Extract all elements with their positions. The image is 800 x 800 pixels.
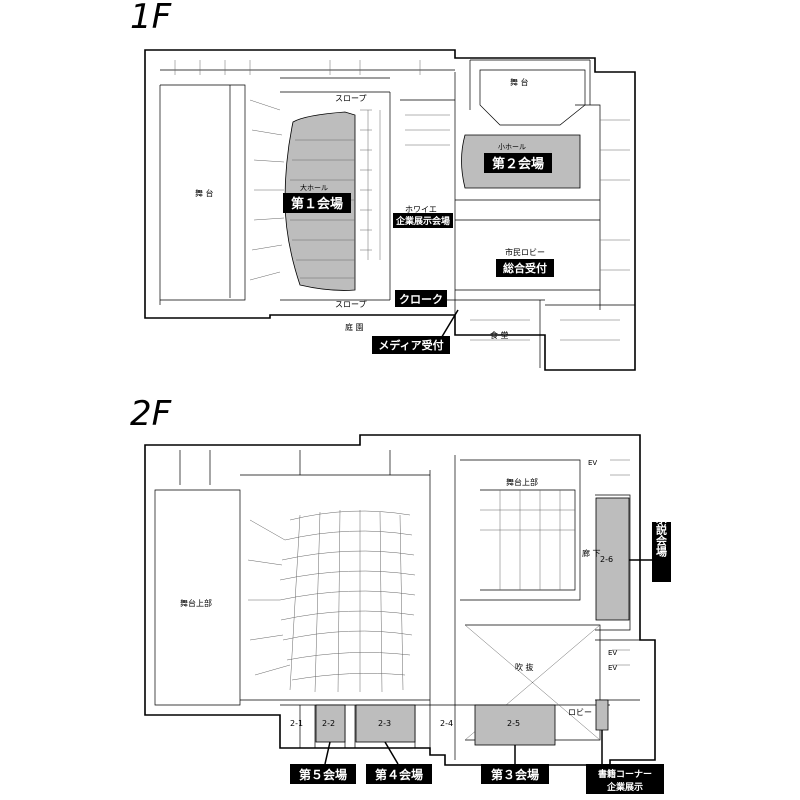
- f2-label-corridor: 廊 下: [582, 548, 601, 558]
- f2-label-2-1: 2-1: [290, 719, 303, 728]
- svg-text:クローク: クローク: [399, 293, 443, 306]
- f1-tag-reception: 総合受付: [496, 259, 554, 277]
- f2-tag-books: 書籍コーナー 企業展示: [586, 730, 664, 794]
- svg-text:第２会場: 第２会場: [492, 156, 544, 172]
- f1-label-lobby: 市民ロビー: [505, 247, 545, 257]
- f1-label-slope-bottom: スロープ: [335, 300, 367, 309]
- svg-text:第３会場: 第３会場: [491, 767, 539, 782]
- f1-label-garden: 庭 園: [345, 322, 364, 332]
- f2-label-lobby: ロビー: [568, 708, 592, 717]
- floor-2f-title: 2F: [130, 394, 172, 434]
- f1-small-hall-stage: [479, 69, 586, 126]
- f1-detail-lines: [174, 60, 630, 341]
- f1-label-foyer: ホワイエ: [405, 205, 437, 214]
- floor-2f: 2F 舞台上部 舞台上部 吹 抜 ロビー 廊 下 EV EV EV 2-1 2-…: [130, 394, 671, 794]
- svg-text:第１会場: 第１会場: [291, 196, 343, 212]
- f1-label-cafeteria: 食 堂: [490, 330, 509, 340]
- f2-label-2-2: 2-2: [322, 719, 335, 728]
- svg-text:企業展示: 企業展示: [606, 781, 643, 793]
- f1-label-slope-top: スロープ: [335, 94, 367, 103]
- f2-stage-detail: [464, 459, 630, 741]
- f2-tag-venue3: 第３会場: [481, 745, 549, 784]
- f2-label-ev2: EV: [608, 649, 617, 657]
- f1-tag-media: メディア受付: [372, 309, 459, 354]
- f1-tag-exhibit: 企業展示会場: [393, 213, 453, 228]
- f2-label-ev1: EV: [588, 459, 597, 467]
- floor-1f-title: 1F: [130, 0, 172, 37]
- f2-books-area: [595, 699, 609, 731]
- f1-label-stage-right: 舞 台: [510, 77, 529, 87]
- f1-tag-venue2: 第２会場: [484, 153, 552, 173]
- f2-label-2-3: 2-3: [378, 719, 391, 728]
- f2-seating-rows: [247, 509, 416, 693]
- f2-label-stage-upper-right: 舞台上部: [506, 477, 538, 487]
- f1-tag-cloak: クローク: [395, 290, 447, 307]
- f2-tag-poster: 示説会場: [629, 513, 671, 582]
- svg-text:総合受付: 総合受付: [503, 261, 547, 275]
- f2-label-2-5: 2-5: [507, 719, 520, 728]
- f2-label-atrium: 吹 抜: [515, 662, 534, 672]
- f2-tag-venue4: 第４会場: [366, 741, 432, 784]
- f2-room-2-2: [315, 704, 346, 743]
- f2-label-ev3: EV: [608, 664, 617, 672]
- f2-label-2-4: 2-4: [440, 719, 453, 728]
- f2-tag-venue5: 第５会場: [290, 741, 356, 784]
- f1-label-large-hall: 大ホール: [300, 183, 328, 192]
- svg-text:第５会場: 第５会場: [299, 767, 347, 782]
- svg-text:企業展示会場: 企業展示会場: [395, 215, 450, 227]
- svg-text:書籍コーナー: 書籍コーナー: [598, 768, 652, 780]
- f2-label-stage-upper-left: 舞台上部: [180, 598, 212, 608]
- svg-text:メディア受付: メディア受付: [378, 338, 443, 352]
- f1-label-stage: 舞 台: [195, 188, 214, 198]
- f1-tag-venue1: 第１会場: [283, 193, 351, 213]
- f2-room-2-3: [355, 704, 416, 743]
- f1-label-small-hall: 小ホール: [498, 142, 526, 151]
- f1-outer-wall: [144, 49, 636, 371]
- svg-text:第４会場: 第４会場: [375, 767, 423, 782]
- floor-1f: 1F 舞 台 舞 台 大ホール 小ホール スロープ スロープ ホワイエ 市民ロビ…: [130, 0, 636, 371]
- svg-text:示説会場: 示説会場: [655, 513, 669, 558]
- f2-label-2-6: 2-6: [600, 555, 613, 564]
- f2-room-2-6: [595, 497, 630, 621]
